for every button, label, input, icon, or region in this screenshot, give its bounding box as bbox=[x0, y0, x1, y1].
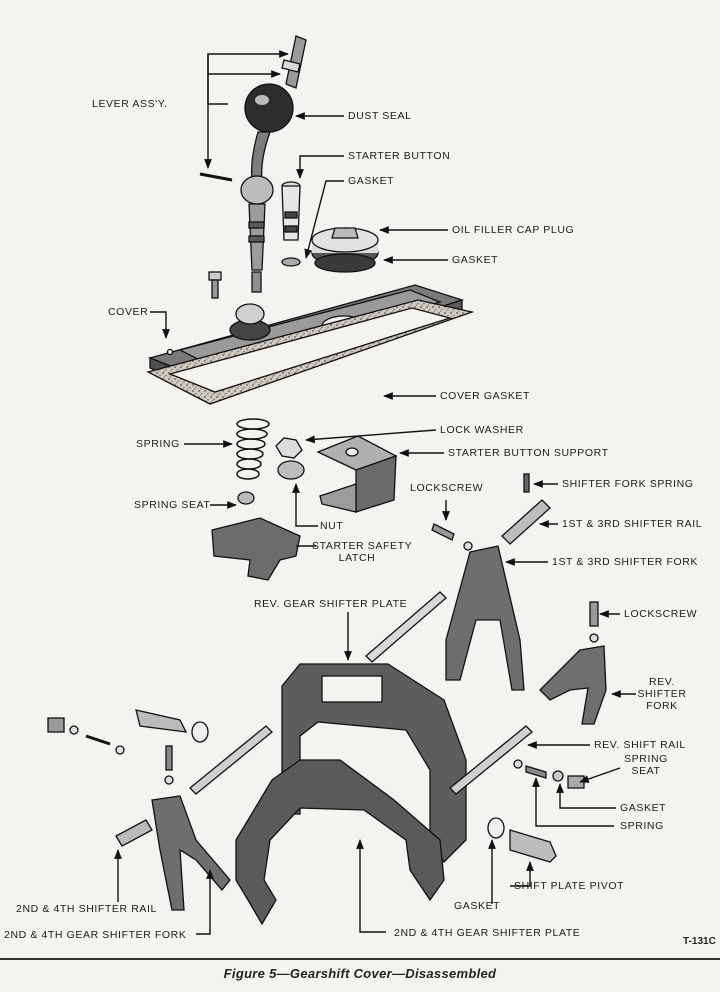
label-gasket-top: GASKET bbox=[348, 175, 395, 187]
label-starter-button: STARTER BUTTON bbox=[348, 150, 451, 162]
label-spring-seat-lower: SPRING SEAT bbox=[624, 753, 668, 777]
label-shift-plate-pivot: SHIFT PLATE PIVOT bbox=[514, 880, 625, 892]
spring-part bbox=[236, 418, 270, 480]
label-rev-shift-rail: REV. SHIFT RAIL bbox=[594, 739, 686, 751]
label-spring-lower: SPRING bbox=[620, 820, 664, 832]
cover-bolt bbox=[208, 271, 222, 299]
label-cover-gasket: COVER GASKET bbox=[440, 390, 531, 402]
starter-safety-latch-part bbox=[211, 517, 301, 581]
label-second-fourth-gear-shifter-plate: 2ND & 4TH GEAR SHIFTER PLATE bbox=[394, 927, 581, 939]
starter-button-support-part bbox=[316, 435, 398, 513]
label-spring-upper: SPRING bbox=[136, 438, 180, 450]
rev-shifter-fork-part bbox=[539, 645, 607, 725]
figure-reference: T-131C bbox=[683, 936, 716, 947]
label-starter-button-support: STARTER BUTTON SUPPORT bbox=[448, 447, 609, 459]
label-starter-safety-latch: STARTER SAFETY LATCH bbox=[312, 540, 413, 564]
oil-filler-cap-part bbox=[311, 227, 379, 273]
label-second-fourth-gear-shifter-fork: 2ND & 4TH GEAR SHIFTER FORK bbox=[4, 929, 187, 941]
lever-assembly bbox=[199, 35, 307, 293]
label-lever-assy: LEVER ASS'Y. bbox=[92, 98, 168, 110]
label-rev-gear-shifter-plate: REV. GEAR SHIFTER PLATE bbox=[254, 598, 408, 610]
second-fourth-shifter-fork-part bbox=[151, 795, 231, 911]
label-oil-filler-cap-plug: OIL FILLER CAP PLUG bbox=[452, 224, 575, 236]
label-lockscrew-right: LOCKSCREW bbox=[624, 608, 698, 620]
spring-seat-part bbox=[237, 491, 255, 505]
label-gasket-right: GASKET bbox=[620, 802, 667, 814]
first-third-shifter-rail-part bbox=[501, 499, 551, 545]
lock-washer-part bbox=[275, 437, 303, 459]
label-shifter-fork-spring: SHIFTER FORK SPRING bbox=[562, 478, 694, 490]
label-first-third-shifter-rail: 1ST & 3RD SHIFTER RAIL bbox=[562, 518, 703, 530]
label-gasket-cap: GASKET bbox=[452, 254, 499, 266]
label-nut: NUT bbox=[320, 520, 344, 532]
label-lockscrew-upper: LOCKSCREW bbox=[410, 482, 484, 494]
caption-rule bbox=[0, 958, 720, 960]
label-dust-seal: DUST SEAL bbox=[348, 110, 412, 122]
label-rev-shifter-fork: REV. SHIFTER FORK bbox=[637, 676, 687, 712]
label-second-fourth-shifter-rail: 2ND & 4TH SHIFTER RAIL bbox=[16, 903, 157, 915]
nut-part bbox=[277, 460, 305, 480]
label-spring-seat-upper: SPRING SEAT bbox=[134, 499, 211, 511]
figure-caption: Figure 5—Gearshift Cover—Disassembled bbox=[223, 966, 497, 981]
label-cover: COVER bbox=[108, 306, 149, 318]
shift-plate-pivot-part bbox=[509, 829, 557, 863]
label-first-third-shifter-fork: 1ST & 3RD SHIFTER FORK bbox=[552, 556, 699, 568]
label-lock-washer: LOCK WASHER bbox=[440, 424, 524, 436]
starter-button-part bbox=[281, 181, 301, 267]
second-fourth-gear-shifter-plate-part bbox=[235, 759, 445, 926]
label-gasket-bottom: GASKET bbox=[454, 900, 501, 912]
first-third-shifter-fork-part bbox=[445, 545, 525, 691]
